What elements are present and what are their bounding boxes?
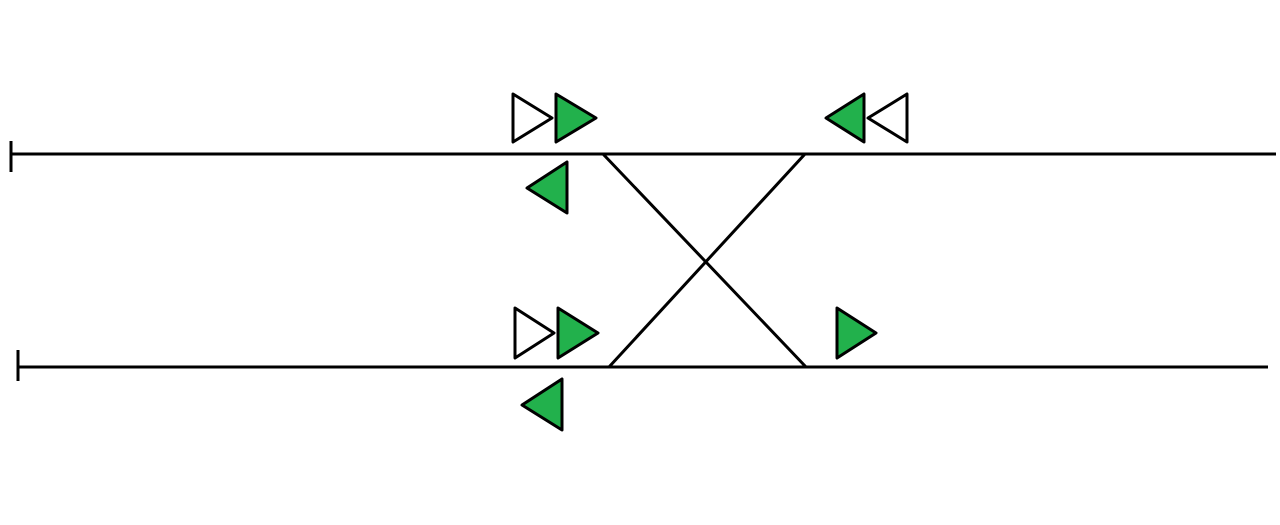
signal-upper-right-inner-icon — [824, 92, 866, 144]
signal-upper-right-outer-icon — [866, 92, 909, 144]
signal-upper-left-outer-icon — [511, 92, 554, 144]
crossover-line-down — [601, 152, 808, 369]
signal-lower-left-inner-icon — [556, 306, 600, 360]
signal-upper-left-inner-icon — [554, 92, 598, 144]
signal-lower-left-outer-icon — [513, 306, 556, 360]
signal-lower-below-left-icon — [520, 377, 564, 432]
signal-lower-right-icon — [835, 306, 878, 360]
signal-upper-below-left-icon — [525, 160, 569, 215]
crossover-line-up — [607, 152, 807, 369]
